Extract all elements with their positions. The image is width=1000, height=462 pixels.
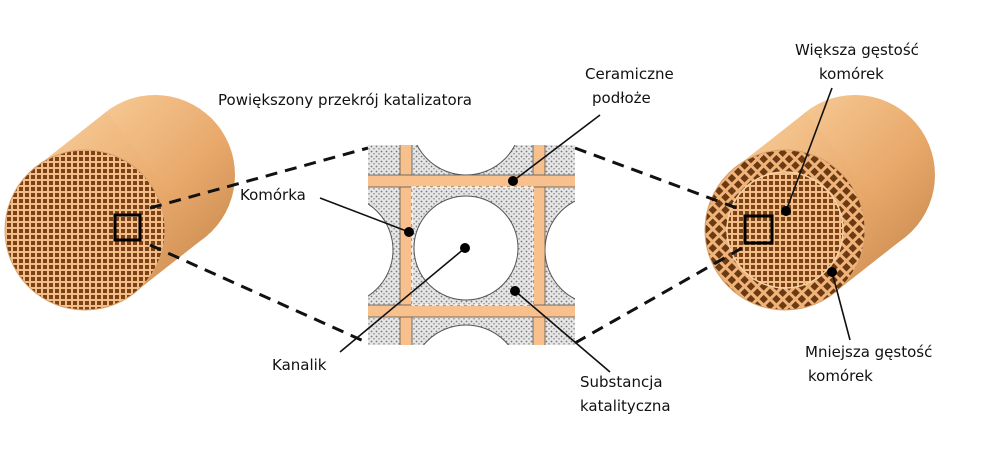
label-catalytic-substance: Substancja katalityczna xyxy=(580,370,671,418)
label-cell: Komórka xyxy=(240,186,306,204)
label-line: komórek xyxy=(819,65,884,83)
label-ceramic-substrate: Ceramiczne podłoże xyxy=(585,62,674,110)
label-line: Większa gęstość xyxy=(795,41,919,59)
marker-dots xyxy=(404,176,837,296)
leader-lines xyxy=(319,87,851,373)
label-higher-cell-density: Większa gęstość komórek xyxy=(795,38,919,86)
label-line: Ceramiczne xyxy=(585,65,674,83)
label-line: Mniejsza gęstość xyxy=(805,343,933,361)
label-line: katalityczna xyxy=(580,397,671,415)
diagram-title: Powiększony przekrój katalizatora xyxy=(218,91,472,109)
label-line: komórek xyxy=(808,367,873,385)
label-channel: Kanalik xyxy=(272,356,327,374)
left-catalyst-cylinder xyxy=(4,95,235,311)
label-line: Substancja xyxy=(580,373,663,391)
label-lower-cell-density: Mniejsza gęstość komórek xyxy=(805,340,932,388)
label-line: podłoże xyxy=(592,89,651,107)
cell-highlight-square xyxy=(113,213,142,242)
right-catalyst-cylinder xyxy=(704,95,935,311)
zoom-connector-lines xyxy=(149,146,743,345)
enlarged-cross-section xyxy=(368,145,575,345)
